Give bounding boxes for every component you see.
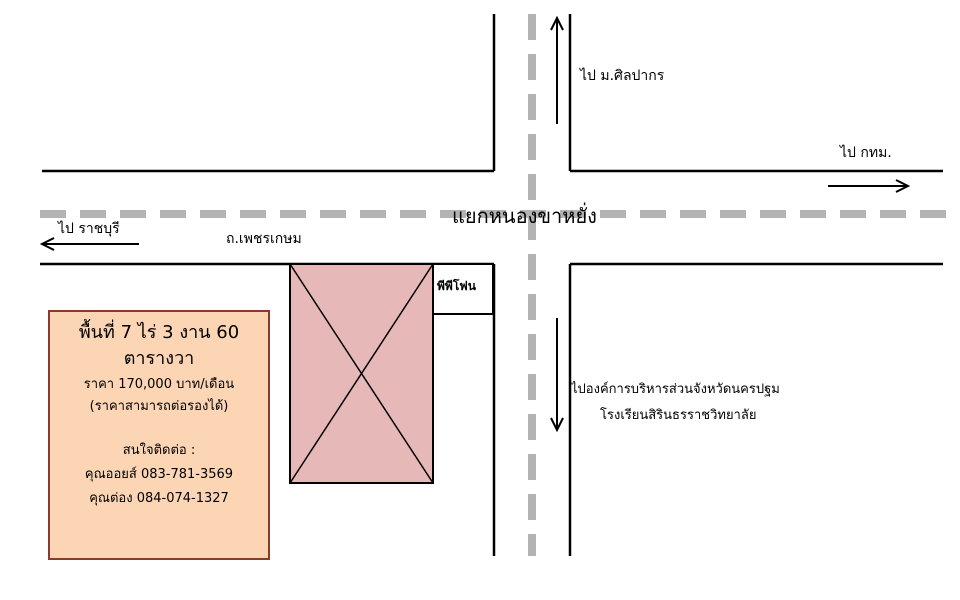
direction-west-label: ไป ราชบุรี [58, 221, 120, 237]
land-plot-cross-b [289, 263, 434, 484]
direction-south-label-2: โรงเรียนสิรินธรราชวิทยาลัย [600, 408, 757, 423]
arrow-south-head [550, 417, 564, 433]
contact-1: คุณออยส์ 083-781-3569 [84, 467, 234, 482]
direction-south-label-1: ไปองค์การบริหารส่วนจังหวัดนครปฐม [571, 382, 780, 397]
arrow-east-head [895, 179, 911, 193]
junction-name: แยกหนองขาหยั่ง [452, 204, 597, 228]
arrow-north-head [550, 15, 564, 31]
road-name-label: ถ.เพชรเกษม [226, 231, 302, 247]
direction-north-label: ไป ม.ศิลปากร [580, 68, 665, 84]
contact-heading: สนใจติดต่อ : [122, 443, 196, 458]
contact-2: คุณต่อง 084-074-1327 [89, 491, 229, 506]
area-line-1: พื้นที่ 7 ไร่ 3 งาน 60 [78, 322, 240, 343]
info-box: พื้นที่ 7 ไร่ 3 งาน 60 ตารางวา ราคา 170,… [48, 310, 270, 560]
landmark-box [432, 263, 494, 315]
negotiable-text: (ราคาสามารถต่อรองได้) [89, 399, 229, 414]
direction-east-label: ไป กทม. [840, 145, 892, 161]
landmark-label: พีพีโฟน [437, 279, 476, 293]
area-line-2: ตารางวา [123, 348, 195, 369]
price-text: ราคา 170,000 บาท/เดือน [83, 377, 235, 392]
arrow-west-head [39, 237, 55, 251]
direction-arrows [39, 15, 911, 433]
